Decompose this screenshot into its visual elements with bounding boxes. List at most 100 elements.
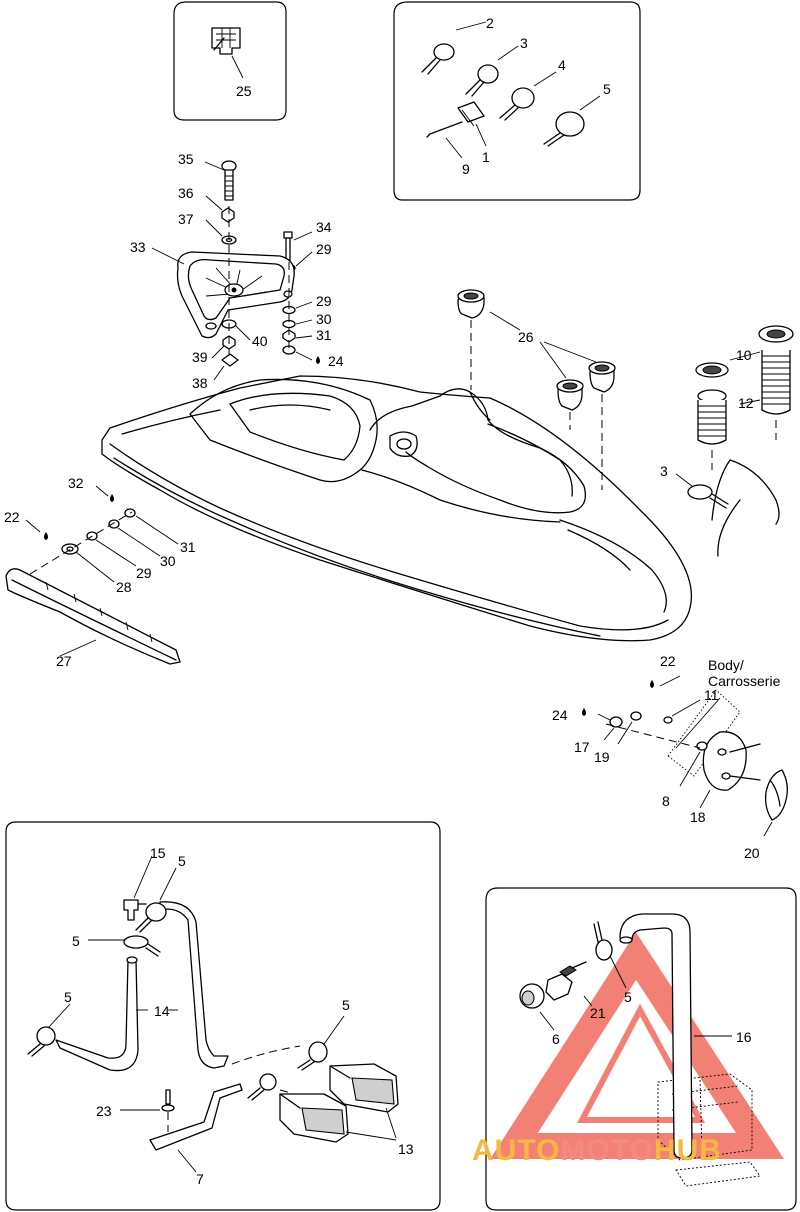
callout-16: 16 — [736, 1029, 752, 1045]
callout-26: 26 — [518, 329, 534, 345]
callout-21: 21 — [590, 1005, 606, 1021]
clamp-3 — [465, 64, 499, 97]
callout-22-b: 22 — [660, 653, 676, 669]
callout-22-a: 22 — [4, 509, 20, 525]
callout-20: 20 — [744, 845, 760, 861]
callout-12: 12 — [738, 395, 754, 411]
clamp-3-hose — [687, 484, 729, 509]
callout-8: 8 — [662, 793, 670, 809]
bellows-right — [758, 325, 794, 415]
callout-27: 27 — [56, 653, 72, 669]
callout-29-b: 29 — [316, 293, 332, 309]
cup-26-a — [457, 289, 485, 319]
callout-5: 5 — [603, 81, 611, 97]
watermark-moto: MOTO — [560, 1134, 653, 1167]
vent-tube-16 — [619, 913, 693, 1159]
drop-32 — [110, 494, 114, 502]
bolt-34 — [283, 231, 293, 261]
clamp-5 — [543, 111, 585, 147]
cup-26-b — [556, 379, 584, 411]
body-panel — [667, 689, 741, 777]
mirror-bracket-assembly: Body/ Carrosserie 22 11 — [552, 653, 788, 861]
callout-2: 2 — [486, 15, 494, 31]
drop-22 — [650, 680, 654, 688]
drop-24 — [582, 708, 586, 716]
inset-box-vent: 5 21 6 16 AUTOMOTOHUB — [472, 887, 797, 1211]
battery-outline — [657, 1073, 761, 1187]
callout-24-b: 24 — [552, 707, 568, 723]
watermark-logo — [490, 932, 785, 1159]
callout-34: 34 — [316, 219, 332, 235]
callout-39: 39 — [192, 349, 208, 365]
callout-5-b: 5 — [72, 933, 80, 949]
callout-5-e: 5 — [624, 989, 632, 1005]
callout-18: 18 — [690, 809, 706, 825]
callout-33: 33 — [130, 239, 146, 255]
callout-9: 9 — [462, 161, 470, 177]
plate-38 — [221, 353, 239, 367]
body-label-line2: Carrosserie — [708, 673, 781, 689]
callout-35: 35 — [178, 151, 194, 167]
callout-29-c: 29 — [136, 565, 152, 581]
callout-37: 37 — [178, 211, 194, 227]
callout-28: 28 — [116, 579, 132, 595]
inset-box-part-25: 25 — [173, 1, 287, 121]
clamp-4 — [499, 87, 535, 121]
callout-30-a: 30 — [316, 311, 332, 327]
callout-17: 17 — [574, 739, 590, 755]
callout-5-a: 5 — [178, 853, 186, 869]
screw-23 — [161, 1089, 175, 1112]
bracket-7 — [149, 1083, 243, 1151]
washer-30 — [108, 519, 120, 529]
callout-11: 11 — [704, 687, 719, 703]
clamp-2 — [421, 43, 455, 75]
rail-27 — [5, 568, 181, 665]
bellows-left — [695, 362, 729, 445]
callout-40: 40 — [252, 333, 268, 349]
washer-8 — [696, 741, 708, 751]
callout-7: 7 — [196, 1171, 204, 1187]
inset-box-clamps: 2 3 4 5 1 9 — [393, 1, 641, 201]
body-label-line1: Body/ — [708, 657, 744, 673]
callout-6: 6 — [552, 1031, 560, 1047]
clamp-5-e — [247, 1073, 277, 1101]
bracket-18 — [702, 731, 761, 791]
bolt-35 — [221, 160, 237, 201]
hose-14 — [55, 959, 139, 1072]
hose-tall — [159, 901, 229, 1069]
watermark-text: AUTOMOTOHUB — [472, 1134, 722, 1167]
clamp-5-b — [123, 935, 161, 957]
callout-25: 25 — [236, 83, 252, 99]
drop-22 — [44, 532, 48, 540]
cup-26-c — [588, 361, 616, 393]
callout-24-a: 24 — [328, 353, 344, 369]
callout-31-b: 31 — [180, 539, 196, 555]
callout-31-a: 31 — [316, 327, 332, 343]
callout-3-b: 3 — [660, 463, 668, 479]
nut-17 — [609, 716, 623, 728]
washer-19 — [630, 711, 642, 721]
callout-23: 23 — [96, 1103, 112, 1119]
vent-box-13-a — [329, 1063, 399, 1113]
clamp-5-a — [135, 902, 167, 933]
callout-5-c: 5 — [64, 989, 72, 1005]
callout-15: 15 — [150, 845, 166, 861]
clamp-5-d — [297, 1041, 328, 1071]
callout-36: 36 — [178, 185, 194, 201]
mirror-20 — [764, 769, 788, 821]
watermark-auto: AUTO — [472, 1134, 560, 1167]
callout-32: 32 — [68, 475, 84, 491]
bellows-assembly: 10 12 3 — [660, 325, 794, 557]
watermark-hub: HUB — [654, 1134, 722, 1167]
inset-box-hoses: 15 5 5 5 14 5 23 7 13 — [5, 821, 441, 1211]
vent-box-13-b — [279, 1093, 349, 1143]
clip-1-and-screw-9 — [426, 101, 485, 138]
part-25-clip — [211, 27, 241, 55]
grab-handle-assembly: 35 36 37 33 34 29 29 30 31 24 40 39 38 — [130, 151, 344, 391]
callout-10: 10 — [736, 347, 752, 363]
callout-1: 1 — [482, 149, 490, 165]
fitting-15 — [123, 899, 147, 921]
clamp-5-f — [593, 921, 613, 961]
callout-3: 3 — [520, 35, 528, 51]
